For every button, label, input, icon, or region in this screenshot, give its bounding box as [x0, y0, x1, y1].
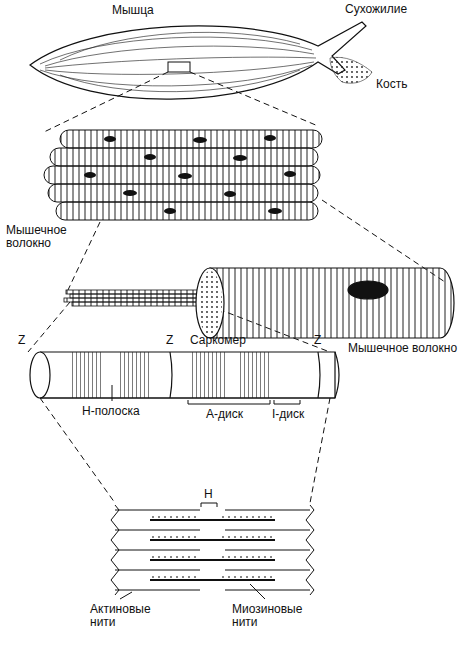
muscle-fiber: [196, 268, 454, 338]
part-label: Мышца: [112, 4, 154, 17]
part-label: Мышечное волокно: [6, 224, 78, 250]
part-label: Z: [18, 334, 25, 347]
part-label: Миозиновые нити: [232, 603, 322, 629]
part-label: H: [204, 488, 213, 501]
part-label: Сухожилие: [345, 3, 407, 16]
part-label: Z: [166, 334, 173, 347]
part-label: Z: [314, 334, 321, 347]
part-label: Актиновые нити: [90, 603, 170, 629]
brackets: [112, 385, 300, 599]
part-label: Саркомер: [190, 334, 246, 347]
myofibrils: [64, 290, 208, 306]
bone: [330, 57, 372, 83]
sarcomere-fibril: [30, 352, 339, 398]
part-label: I-диск: [272, 408, 304, 421]
part-label: Кость: [376, 78, 407, 91]
myofilaments: [111, 505, 314, 595]
part-label: А-диск: [206, 408, 243, 421]
part-label: Мышечное волокно: [348, 342, 457, 355]
muscle: [30, 22, 366, 99]
fiber-bundle: [44, 130, 322, 220]
part-label: H-полоска: [82, 405, 140, 418]
